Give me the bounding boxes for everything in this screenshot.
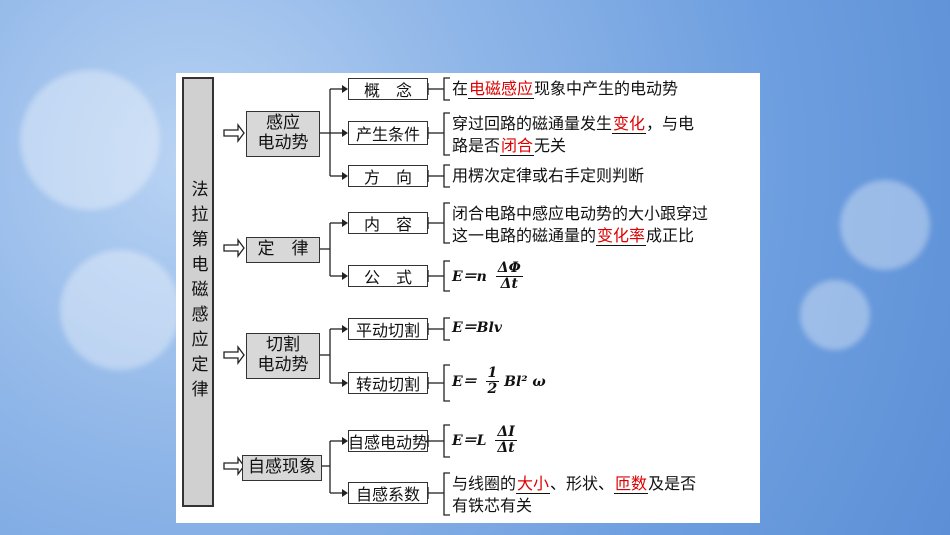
formula-text: E＝	[452, 373, 477, 390]
connector-lines	[223, 77, 450, 516]
branch-self-induction: 自感现象	[242, 455, 322, 481]
desc-direction: 用楞次定律或右手定则判断	[452, 166, 645, 185]
desc-text: 在	[452, 79, 469, 98]
branch-law: 定 律	[246, 237, 320, 263]
desc-text: 成正比	[646, 225, 695, 245]
formula-text: E＝n	[452, 268, 487, 285]
desc-text: ，与电	[646, 114, 695, 133]
desc-text: 与线圈的	[452, 474, 517, 493]
desc-text: 路是否	[452, 135, 501, 155]
highlight-term: 大小	[516, 474, 551, 494]
bokeh-circle	[20, 70, 160, 210]
desc-text: 及是否	[648, 474, 697, 493]
bokeh-circle	[840, 180, 930, 270]
numerator: ΔΦ	[495, 260, 523, 278]
leaf-self-coefficient: 自感系数	[348, 482, 428, 504]
leaf-condition: 产生条件	[348, 121, 428, 145]
desc-concept: 在电磁感应现象中产生的电动势	[452, 78, 678, 100]
root-label: 法拉第电磁感应定律	[187, 179, 208, 405]
formula-text: E＝L	[452, 432, 487, 449]
leaf-rotational-cut: 转动切割	[348, 372, 428, 394]
highlight-term: 闭合	[500, 135, 535, 156]
leaf-content: 内 容	[348, 212, 428, 234]
leaf-direction: 方 向	[348, 165, 428, 187]
numerator: ΔI	[495, 424, 517, 442]
leaf-concept: 概 念	[348, 78, 428, 100]
desc-text: 穿过回路的磁通量发生	[452, 114, 613, 133]
bokeh-circle	[60, 250, 180, 370]
desc-text: 、形状、	[550, 474, 615, 493]
desc-text: 现象中产生的电动势	[534, 79, 679, 98]
numerator: 1	[485, 365, 500, 383]
highlight-term: 变化	[612, 114, 647, 134]
denominator: Δt	[500, 276, 518, 293]
formula-translational: E＝Blv	[452, 320, 502, 336]
branch-induced-emf: 感应 电动势	[246, 111, 320, 157]
desc-self-coefficient: 与线圈的大小、形状、匝数及是否 有铁芯有关	[452, 473, 696, 516]
highlight-term: 匝数	[614, 474, 649, 494]
formula-text: Bl² ω	[504, 373, 546, 390]
desc-text: 闭合电路中感应电动势的大小跟穿过	[452, 204, 709, 223]
highlight-term: 变化率	[596, 225, 647, 246]
desc-text: 有铁芯有关	[452, 495, 533, 515]
branch-cutting-emf: 切割 电动势	[246, 333, 320, 379]
desc-text: 无关	[534, 135, 567, 155]
leaf-formula: 公 式	[348, 265, 428, 287]
denominator: 2	[487, 381, 498, 398]
desc-content: 闭合电路中感应电动势的大小跟穿过 这一电路的磁通量的变化率成正比	[452, 203, 708, 246]
desc-text: 这一电路的磁通量的	[452, 225, 597, 245]
root-node: 法拉第电磁感应定律	[182, 77, 214, 507]
desc-condition: 穿过回路的磁通量发生变化，与电 路是否闭合无关	[452, 113, 694, 156]
leaf-translational-cut: 平动切割	[348, 318, 428, 340]
denominator: Δt	[497, 440, 515, 457]
bokeh-circle	[800, 280, 870, 350]
leaf-self-emf: 自感电动势	[348, 430, 428, 452]
mind-map-panel: 法拉第电磁感应定律 感应 电动势 定 律 切割 电动势 自感现象 概 念 产生条…	[176, 73, 760, 523]
highlight-term: 电磁感应	[468, 79, 535, 99]
